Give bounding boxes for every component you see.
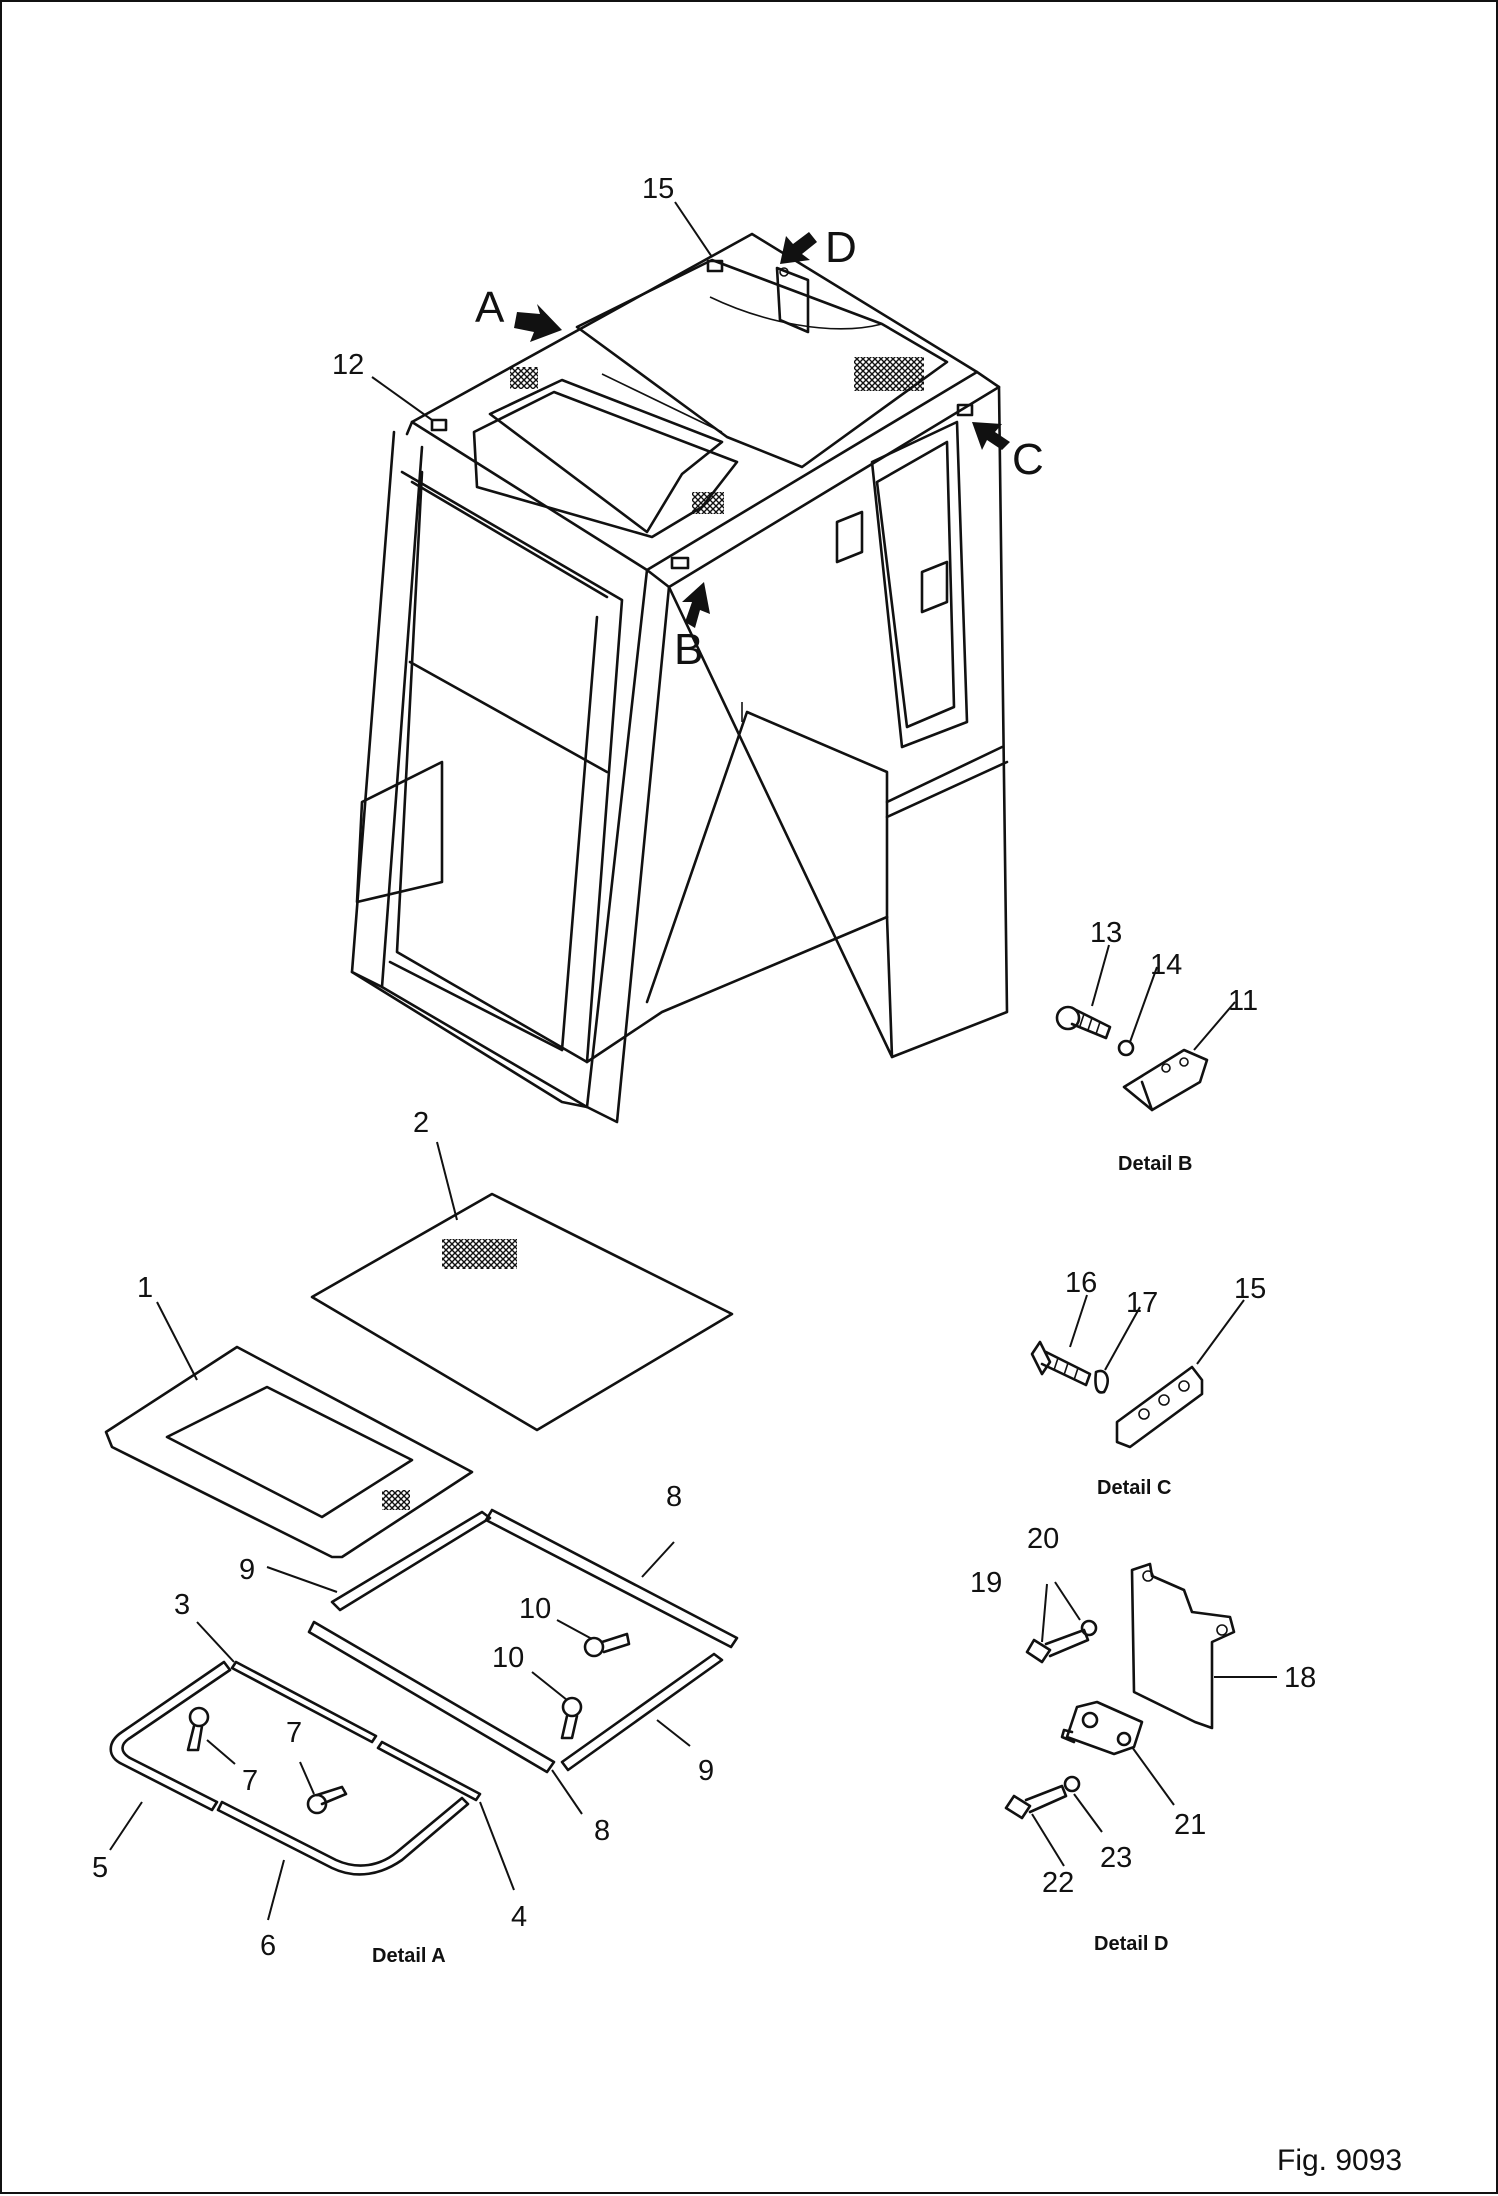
callout-5: 5 (92, 1852, 108, 1884)
part-21-latch-icon (1060, 1700, 1144, 1756)
callout-13: 13 (1090, 917, 1122, 949)
view-letter-a: A (475, 283, 505, 332)
callout-2: 2 (413, 1107, 429, 1139)
callout-15: 15 (642, 173, 674, 205)
callout-7: 7 (242, 1765, 258, 1797)
part-4-seal (376, 1740, 482, 1802)
part-1-panel (104, 1345, 474, 1559)
roof-clip (706, 259, 724, 273)
callout-12: 12 (332, 349, 364, 381)
detail-d (1004, 1562, 1236, 1820)
part-10-screw-icon (560, 1696, 583, 1740)
part-3-seal (230, 1660, 378, 1744)
leader-lines (109, 201, 1277, 1921)
detail-c (1030, 1340, 1204, 1449)
detail-b (1055, 1005, 1209, 1112)
part-8-seal (484, 1508, 739, 1649)
part-23-washer-icon (1063, 1775, 1081, 1793)
part-7-screw-icon (186, 1706, 210, 1752)
callout-14: 14 (1150, 949, 1182, 981)
view-letter-c: C (1012, 435, 1044, 484)
callout-6: 6 (260, 1930, 276, 1962)
callout-16: 16 (1065, 1267, 1097, 1299)
callout-4: 4 (511, 1901, 527, 1933)
detail-a (104, 1192, 739, 1876)
callout-10: 10 (519, 1593, 551, 1625)
callout-3: 3 (174, 1589, 190, 1621)
detail-a-label: Detail A (372, 1945, 446, 1967)
part-6-seal (216, 1796, 470, 1876)
mesh-patch-icon (442, 1239, 517, 1269)
view-letter-b: B (674, 625, 703, 674)
roof-clip (670, 556, 690, 570)
callout-9: 9 (698, 1755, 714, 1787)
part-13-bolt-icon (1055, 1005, 1112, 1040)
detail-c-label: Detail C (1097, 1477, 1171, 1499)
cab-assembly (350, 232, 1009, 1124)
mesh-patch-icon (510, 367, 538, 389)
callout-21: 21 (1174, 1809, 1206, 1841)
detail-labels: Detail A Detail B Detail C Detail D (372, 1153, 1192, 1967)
callout-8: 8 (666, 1481, 682, 1513)
part-22-bolt-icon (1004, 1784, 1068, 1820)
part-11-bracket-icon (1122, 1048, 1209, 1112)
view-arrow-c: C (972, 422, 1044, 484)
callout-23: 23 (1100, 1842, 1132, 1874)
callout-7: 7 (286, 1717, 302, 1749)
part-5-seal (109, 1660, 232, 1812)
mesh-patch-icon (382, 1490, 410, 1510)
part-10-screw-icon (583, 1632, 631, 1658)
callout-17: 17 (1126, 1287, 1158, 1319)
callout-9: 9 (239, 1554, 255, 1586)
part-20-washer-icon (1080, 1619, 1098, 1637)
part-7-screw-icon (306, 1785, 348, 1815)
part-19-bolt-icon (1025, 1628, 1090, 1664)
callout-22: 22 (1042, 1867, 1074, 1899)
callout-20: 20 (1027, 1523, 1059, 1555)
view-letter-d: D (825, 223, 857, 272)
part-18-bracket-icon (1130, 1562, 1236, 1730)
mesh-patch-icon (854, 357, 924, 391)
roof-clip (430, 418, 448, 432)
callout-15: 15 (1234, 1273, 1266, 1305)
view-arrow-b: B (674, 582, 710, 674)
part-9-seal (560, 1652, 724, 1772)
view-arrow-a: A (475, 283, 562, 342)
callout-18: 18 (1284, 1662, 1316, 1694)
callout-19: 19 (970, 1567, 1002, 1599)
view-arrow-d: D (780, 223, 857, 272)
callout-1: 1 (137, 1272, 153, 1304)
part-14-washer-icon (1117, 1039, 1135, 1057)
callouts: 15 12 2 1 8 9 10 10 3 7 7 8 9 5 6 4 13 1… (92, 173, 1316, 1962)
roof-clip (956, 403, 974, 417)
part-17-washer-icon (1094, 1369, 1109, 1394)
detail-d-label: Detail D (1094, 1933, 1168, 1955)
part-16-bolt-icon (1030, 1340, 1092, 1387)
callout-8: 8 (594, 1815, 610, 1847)
part-2-panel (310, 1192, 734, 1432)
callout-11: 11 (1228, 985, 1258, 1017)
part-8-seal (307, 1620, 556, 1774)
part-9-seal (330, 1510, 492, 1612)
callout-10: 10 (492, 1642, 524, 1674)
mesh-patch-icon (692, 492, 724, 514)
part-15-plate-icon (1115, 1365, 1204, 1449)
detail-b-label: Detail B (1118, 1153, 1192, 1175)
figure-label: Fig. 9093 (1277, 2144, 1402, 2177)
